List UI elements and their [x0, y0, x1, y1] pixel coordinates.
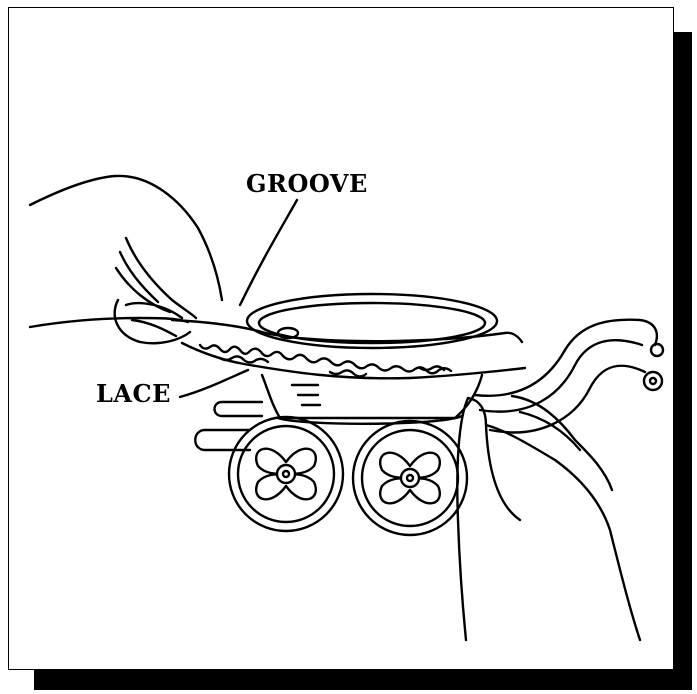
lace-ruffle: [172, 320, 525, 378]
stroller-frame: [195, 402, 262, 450]
left-hand: [30, 176, 222, 343]
stroller-basket: [247, 294, 497, 424]
front-wheel: [229, 417, 343, 531]
groove-leader-line: [240, 200, 297, 305]
lace-leader-line: [180, 370, 248, 397]
groove-label: GROOVE: [246, 169, 368, 198]
rear-wheel: [353, 421, 467, 535]
right-hand: [457, 396, 640, 640]
lace-label: LACE: [96, 379, 171, 408]
stroller-handle: [475, 320, 663, 433]
